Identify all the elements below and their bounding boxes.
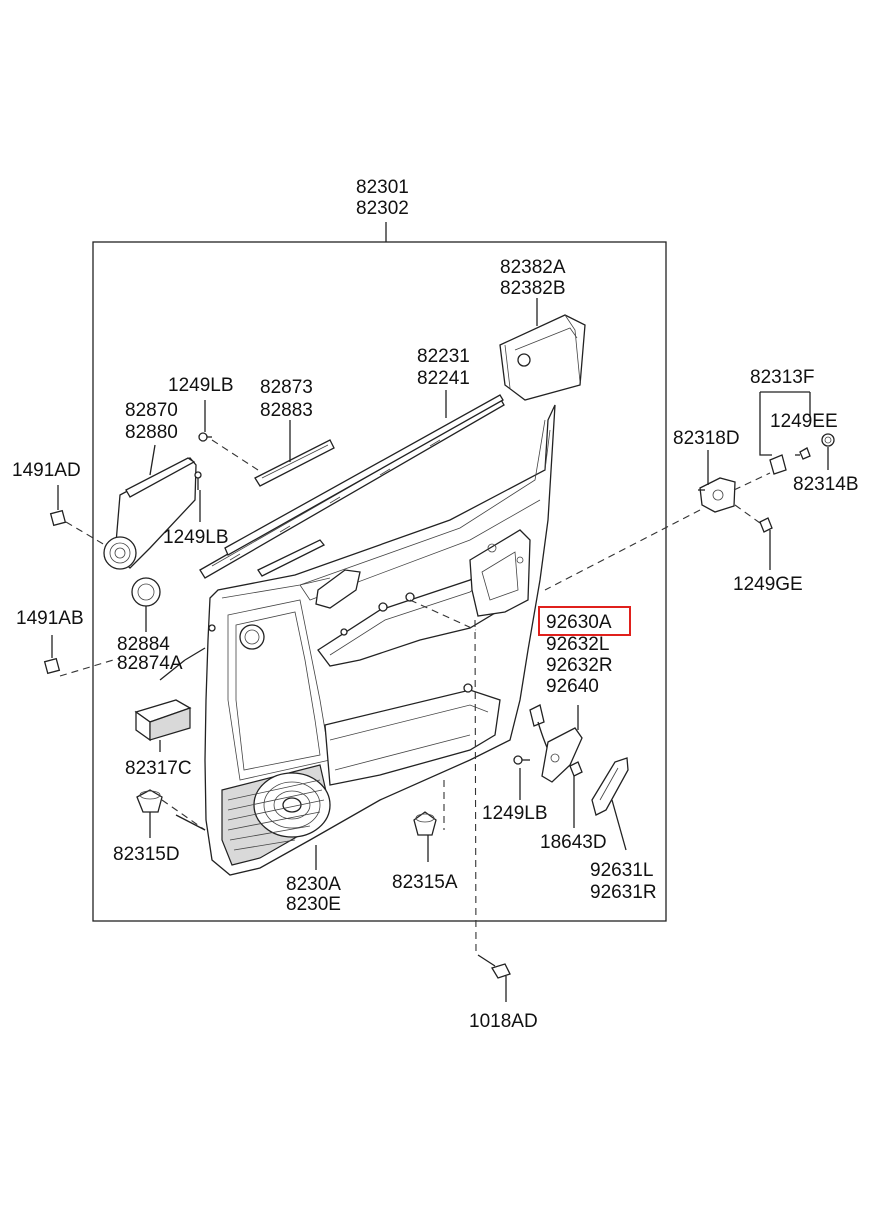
trim-clip-left [136,789,206,838]
fastener-82313F [759,391,811,475]
handle-bezel-92631 [591,757,629,851]
clip-1491AB [43,635,121,677]
label-8230A: 8230A [286,874,341,895]
label-82241: 82241 [417,368,470,389]
label-18643D: 18643D [540,832,607,853]
label-82313F: 82313F [750,367,814,388]
label-92630A: 92630A [546,612,612,633]
label-1249LB-low: 1249LB [482,803,548,824]
label-82382B: 82382B [500,278,566,299]
label-82318D: 82318D [673,428,740,449]
screw-1249GE [759,517,773,570]
label-82884: 82884 [117,634,170,655]
belt-weatherstrip [199,390,505,579]
label-92640: 92640 [546,676,599,697]
label-92631R: 92631R [590,882,657,903]
label-82382A: 82382A [500,257,566,278]
label-1491AD: 1491AD [12,460,81,481]
inside-handle-assembly [529,704,583,783]
hinge-bracket [544,450,771,591]
screw-1249LB-mid [194,471,202,522]
label-92631L: 92631L [590,860,653,881]
screw-1249EE [795,447,811,460]
label-1491AB: 1491AB [16,608,84,629]
label-1249LB-top: 1249LB [168,375,234,396]
highlight-box-92630A [538,606,631,636]
label-82231: 82231 [417,346,470,367]
label-82873: 82873 [260,377,313,398]
label-82315A: 82315A [392,872,458,893]
pad-block [134,699,192,752]
label-82880: 82880 [125,422,178,443]
label-8230E: 8230E [286,894,341,915]
label-1249EE: 1249EE [770,411,838,432]
label-82314B: 82314B [793,474,859,495]
label-92632R: 92632R [546,655,613,676]
nut-82314B [821,433,835,470]
assembly-frame [92,241,667,922]
label-82301: 82301 [356,177,409,198]
tweeter-housing [103,444,197,570]
screw-1249LB-top [198,400,259,471]
label-82870: 82870 [125,400,178,421]
clip-1491AD [49,485,106,546]
label-92632L: 92632L [546,634,609,655]
label-82317C: 82317C [125,758,192,779]
armrest-cap [499,298,586,401]
label-82302: 82302 [356,198,409,219]
label-1018AD: 1018AD [469,1011,538,1032]
part-labels: 82301 82302 82382A 82382B 82231 82241 12… [12,177,859,1032]
bulb-18643D [569,761,583,828]
label-82883: 82883 [260,400,313,421]
label-82315D: 82315D [113,844,180,865]
label-82874A: 82874A [117,653,183,674]
screw-1249LB-low [513,755,530,800]
speaker-ring [131,577,161,632]
trim-clip-right [413,780,445,862]
label-1249GE: 1249GE [733,574,803,595]
screw-1018AD [477,954,511,1002]
label-1249LB-mid: 1249LB [163,527,229,548]
slot-cover [254,420,335,577]
